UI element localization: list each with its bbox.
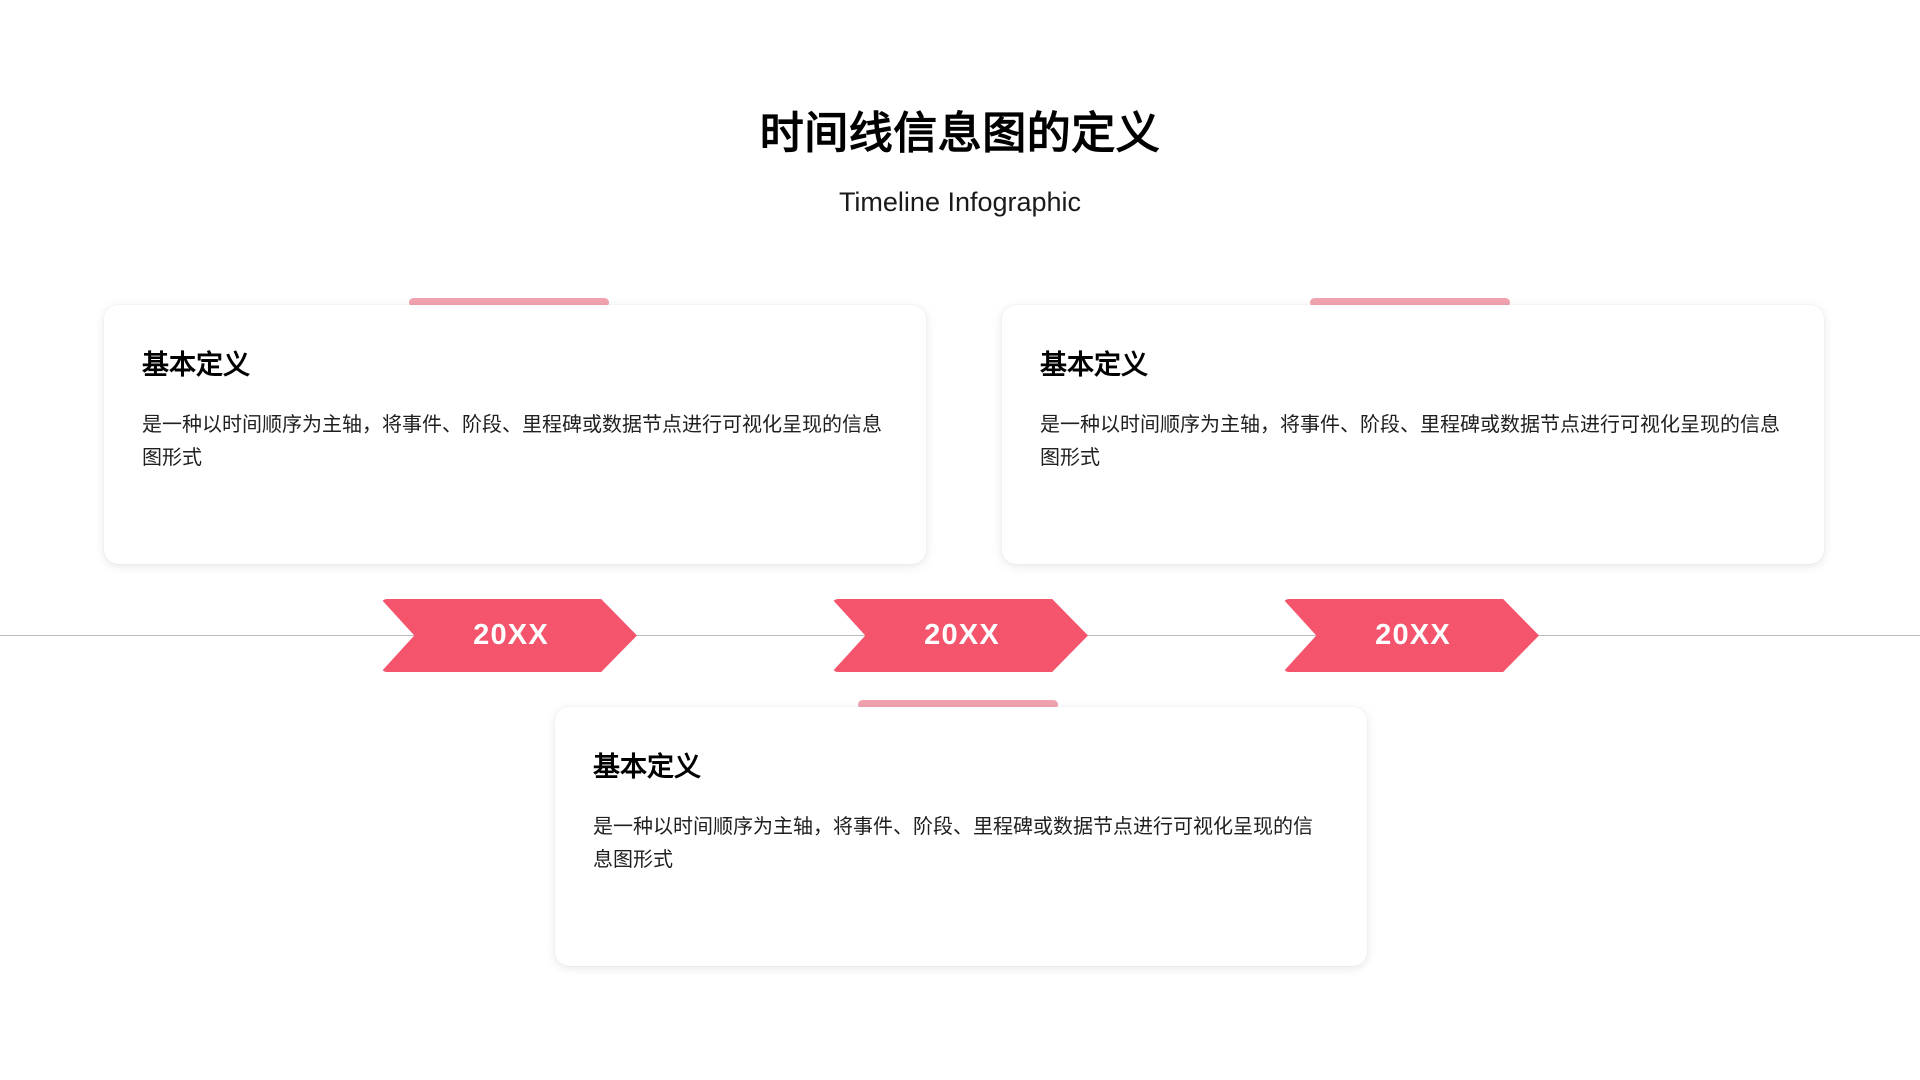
timeline-marker-label: 20XX	[1375, 619, 1451, 651]
timeline-card-title: 基本定义	[1040, 350, 1148, 380]
timeline-marker-label: 20XX	[473, 619, 549, 651]
page-title: 时间线信息图的定义	[759, 109, 1161, 158]
page-subtitle: Timeline Infographic	[838, 186, 1082, 217]
timeline-marker-3[interactable]: 20XX	[1283, 599, 1539, 672]
card-accent-bar	[409, 298, 609, 307]
timeline-card[interactable]: 基本定义 是一种以时间顺序为主轴，将事件、阶段、里程碑或数据节点进行可视化呈现的…	[1002, 305, 1824, 564]
timeline-marker-label: 20XX	[924, 619, 1000, 651]
timeline-card[interactable]: 基本定义 是一种以时间顺序为主轴，将事件、阶段、里程碑或数据节点进行可视化呈现的…	[555, 707, 1367, 966]
card-accent-bar	[1310, 298, 1510, 307]
timeline-card[interactable]: 基本定义 是一种以时间顺序为主轴，将事件、阶段、里程碑或数据节点进行可视化呈现的…	[104, 305, 926, 564]
timeline-marker-1[interactable]: 20XX	[381, 599, 637, 672]
timeline-card-body: 是一种以时间顺序为主轴，将事件、阶段、里程碑或数据节点进行可视化呈现的信息图形式	[142, 414, 882, 469]
card-accent-bar	[858, 700, 1058, 709]
timeline-card-body: 是一种以时间顺序为主轴，将事件、阶段、里程碑或数据节点进行可视化呈现的信息图形式	[593, 816, 1313, 871]
timeline-card-body: 是一种以时间顺序为主轴，将事件、阶段、里程碑或数据节点进行可视化呈现的信息图形式	[1040, 414, 1780, 469]
timeline-marker-2[interactable]: 20XX	[832, 599, 1088, 672]
timeline-card-title: 基本定义	[142, 350, 250, 380]
slide-header: 时间线信息图的定义 Timeline Infographic	[0, 108, 1920, 218]
timeline-card-title: 基本定义	[593, 752, 701, 782]
